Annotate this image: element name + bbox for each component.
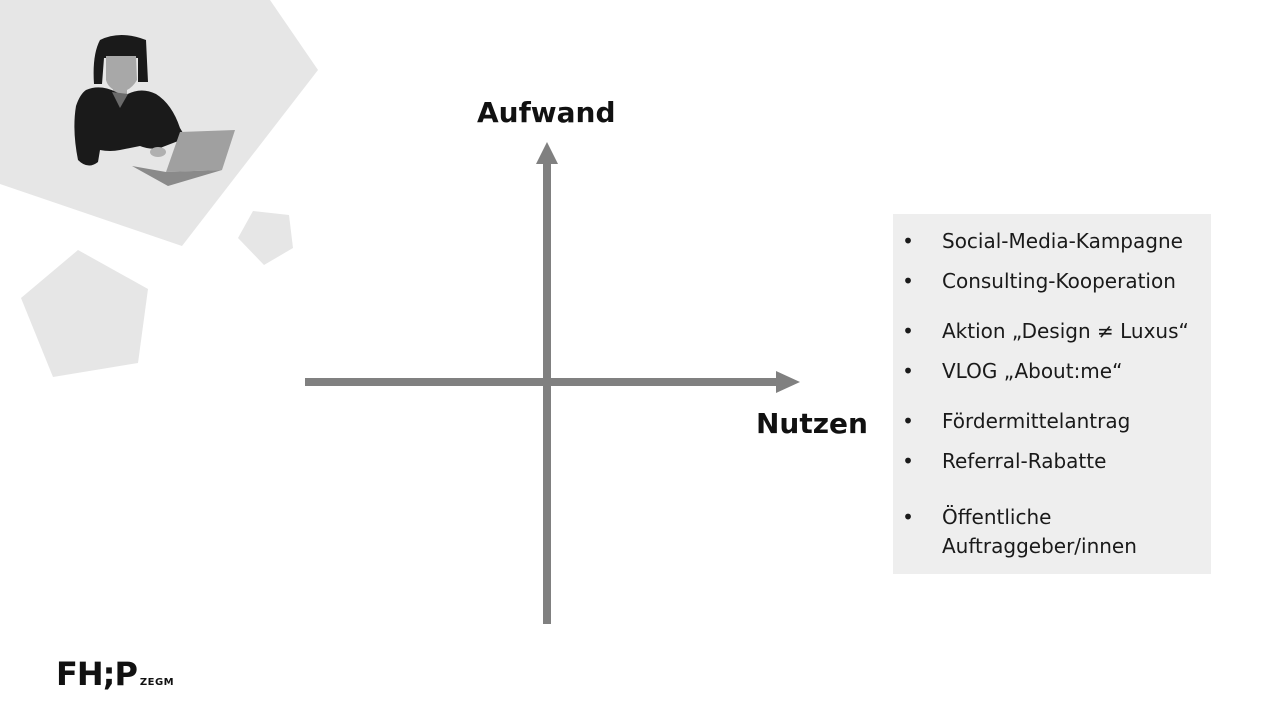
bullet-icon: • <box>902 229 914 253</box>
y-axis-label: Aufwand <box>477 96 616 129</box>
list-item-text: Referral-Rabatte <box>942 449 1107 473</box>
list-item-text: Consulting-Kooperation <box>942 269 1176 293</box>
logo-main-text: FH;P <box>56 655 138 693</box>
bullet-icon: • <box>902 269 914 293</box>
list-item-text: Öffentliche Auftraggeber/innen <box>942 505 1137 558</box>
bullet-icon: • <box>902 505 914 529</box>
bullet-icon: • <box>902 409 914 433</box>
x-axis-label: Nutzen <box>756 407 868 440</box>
list-item-text: VLOG „About:me“ <box>942 359 1123 383</box>
bullet-icon: • <box>902 359 914 383</box>
measures-list-panel: • Social-Media-Kampagne • Consulting-Koo… <box>893 214 1211 574</box>
bullet-icon: • <box>902 449 914 473</box>
medium-pentagon-shape <box>21 250 148 377</box>
list-item-text: Aktion „Design ≠ Luxus“ <box>942 319 1189 343</box>
x-axis-arrowhead <box>776 371 800 393</box>
list-item-text: Fördermittelantrag <box>942 409 1131 433</box>
y-axis-arrowhead <box>536 142 558 164</box>
small-pentagon-shape <box>238 211 293 265</box>
logo-sub-text: ZEGM <box>139 677 175 688</box>
person-at-laptop-icon <box>74 35 235 186</box>
bullet-icon: • <box>902 319 914 343</box>
list-item-text: Social-Media-Kampagne <box>942 229 1183 253</box>
